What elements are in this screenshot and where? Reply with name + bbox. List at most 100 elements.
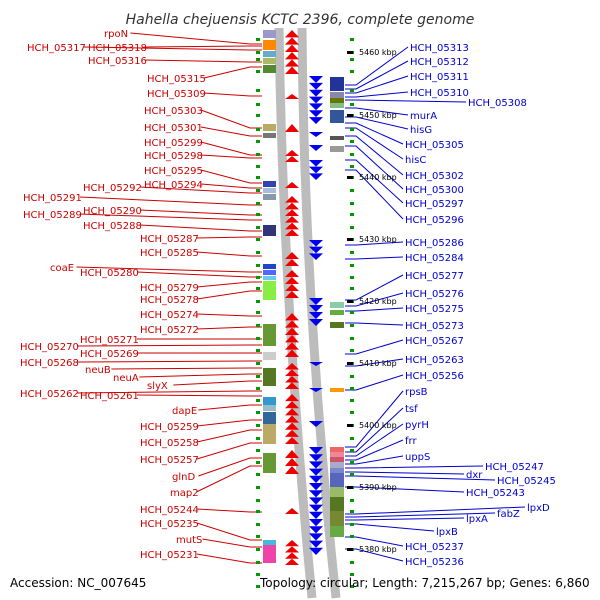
gene-block <box>263 424 276 444</box>
reverse-gene-arrow <box>309 388 323 392</box>
forward-gene-arrow <box>285 94 299 99</box>
tick-mark-left <box>256 51 260 54</box>
kbp-label: 5460 kbp <box>359 48 397 57</box>
reverse-gene-arrow <box>309 82 323 90</box>
tick-mark-right <box>350 473 354 476</box>
left-label-connector <box>196 553 262 564</box>
tick-mark-left <box>256 399 260 402</box>
gene-block <box>330 388 344 392</box>
reverse-gene-arrow <box>309 110 323 118</box>
left-gene-label: HCH_05262 <box>20 389 79 400</box>
forward-gene-arrow <box>285 546 299 553</box>
forward-gene-arrow <box>285 320 299 328</box>
reverse-arrow-group <box>309 447 323 555</box>
left-gene-label: HCH_05290 <box>83 206 142 217</box>
forward-arrow-group <box>285 394 299 444</box>
reverse-gene-arrow <box>309 497 323 505</box>
tick-mark-left <box>256 561 260 564</box>
right-gene-label: HCH_05245 <box>497 476 556 487</box>
tick-mark-right <box>350 213 354 216</box>
right-label-connector <box>345 374 404 391</box>
gene-block <box>263 30 276 38</box>
forward-gene-arrow <box>285 44 299 52</box>
forward-strand-genes <box>263 30 299 565</box>
left-label-connector <box>198 457 262 477</box>
tick-mark-right <box>350 264 354 267</box>
kbp-label: 5400 kbp <box>359 421 397 430</box>
forward-gene-arrow <box>285 363 299 370</box>
tick-mark-left <box>256 140 260 143</box>
right-label-connector <box>345 307 404 312</box>
right-gene-label: HCH_05276 <box>405 289 464 300</box>
reverse-gene-arrow <box>309 483 323 491</box>
kbp-label: 5450 kbp <box>359 111 397 120</box>
forward-gene-arrow <box>285 408 299 416</box>
reverse-gene-arrow <box>309 468 323 476</box>
reverse-arrow-group <box>309 145 323 151</box>
tick-mark-left <box>256 153 260 156</box>
left-label-connector <box>196 313 262 317</box>
gene-block <box>330 473 344 487</box>
reverse-gene-arrow <box>309 305 323 312</box>
reverse-arrow-group <box>309 240 323 260</box>
tick-mark-left <box>256 128 260 131</box>
left-gene-label: HCH_05259 <box>140 422 199 433</box>
right-gene-label: HCH_05243 <box>466 488 525 499</box>
reverse-gene-arrow <box>309 454 323 462</box>
forward-arrow-group <box>285 270 299 298</box>
tick-mark-right <box>350 499 354 502</box>
gene-block <box>263 124 276 131</box>
left-gene-label: HCH_05318 <box>88 43 147 54</box>
reverse-gene-arrow <box>309 253 323 260</box>
accession-text: Accession: NC_007645 <box>10 576 146 590</box>
left-label-connector <box>79 213 262 221</box>
left-label-connector <box>200 141 262 156</box>
left-gene-label: rpoN <box>104 29 128 40</box>
dna-strand-left <box>274 27 317 599</box>
tick-mark-right <box>350 251 354 254</box>
right-label-connector <box>345 107 409 116</box>
reverse-gene-arrow <box>309 145 323 151</box>
left-gene-label: HCH_05289 <box>23 210 82 221</box>
forward-gene-arrow <box>285 394 299 402</box>
left-gene-label: HCH_05244 <box>140 505 199 516</box>
forward-gene-arrow <box>285 349 299 357</box>
kbp-tick <box>347 486 353 489</box>
tick-mark-right <box>350 38 354 41</box>
left-gene-label: HCH_05288 <box>83 221 142 232</box>
gene-block <box>263 40 276 50</box>
right-gene-label: HCH_05312 <box>410 57 469 68</box>
right-gene-label: HCH_05308 <box>468 98 527 109</box>
left-gene-label: HCH_05272 <box>140 325 199 336</box>
forward-gene-arrow <box>285 216 299 223</box>
left-gene-label: HCH_05298 <box>144 151 203 162</box>
kbp-label: 5440 kbp <box>359 173 397 182</box>
gene-block <box>263 412 276 424</box>
tick-mark-left <box>256 89 260 92</box>
left-gene-label: HCH_05274 <box>140 310 199 321</box>
right-gene-label: HCH_05305 <box>405 140 464 151</box>
reverse-gene-arrow <box>309 475 323 483</box>
tick-mark-left <box>256 424 260 427</box>
left-label-connector <box>196 290 262 300</box>
left-gene-label: HCH_05292 <box>83 183 142 194</box>
tick-mark-left <box>256 523 260 526</box>
gene-block <box>263 264 276 269</box>
reverse-gene-arrow <box>309 526 323 534</box>
left-label-connector <box>196 419 262 427</box>
forward-gene-arrow <box>285 30 299 38</box>
right-gene-label: tsf <box>405 404 418 415</box>
left-gene-label: HCH_05280 <box>80 268 139 279</box>
tick-mark-left <box>256 510 260 513</box>
forward-gene-arrow <box>285 540 299 547</box>
right-label-connector <box>345 390 404 448</box>
tick-mark-left <box>256 324 260 327</box>
right-gene-label: pyrH <box>405 420 429 431</box>
forward-gene-arrow <box>285 59 299 67</box>
right-gene-label: HCH_05267 <box>405 336 464 347</box>
reverse-gene-arrow <box>309 96 323 104</box>
gene-block <box>263 324 276 346</box>
